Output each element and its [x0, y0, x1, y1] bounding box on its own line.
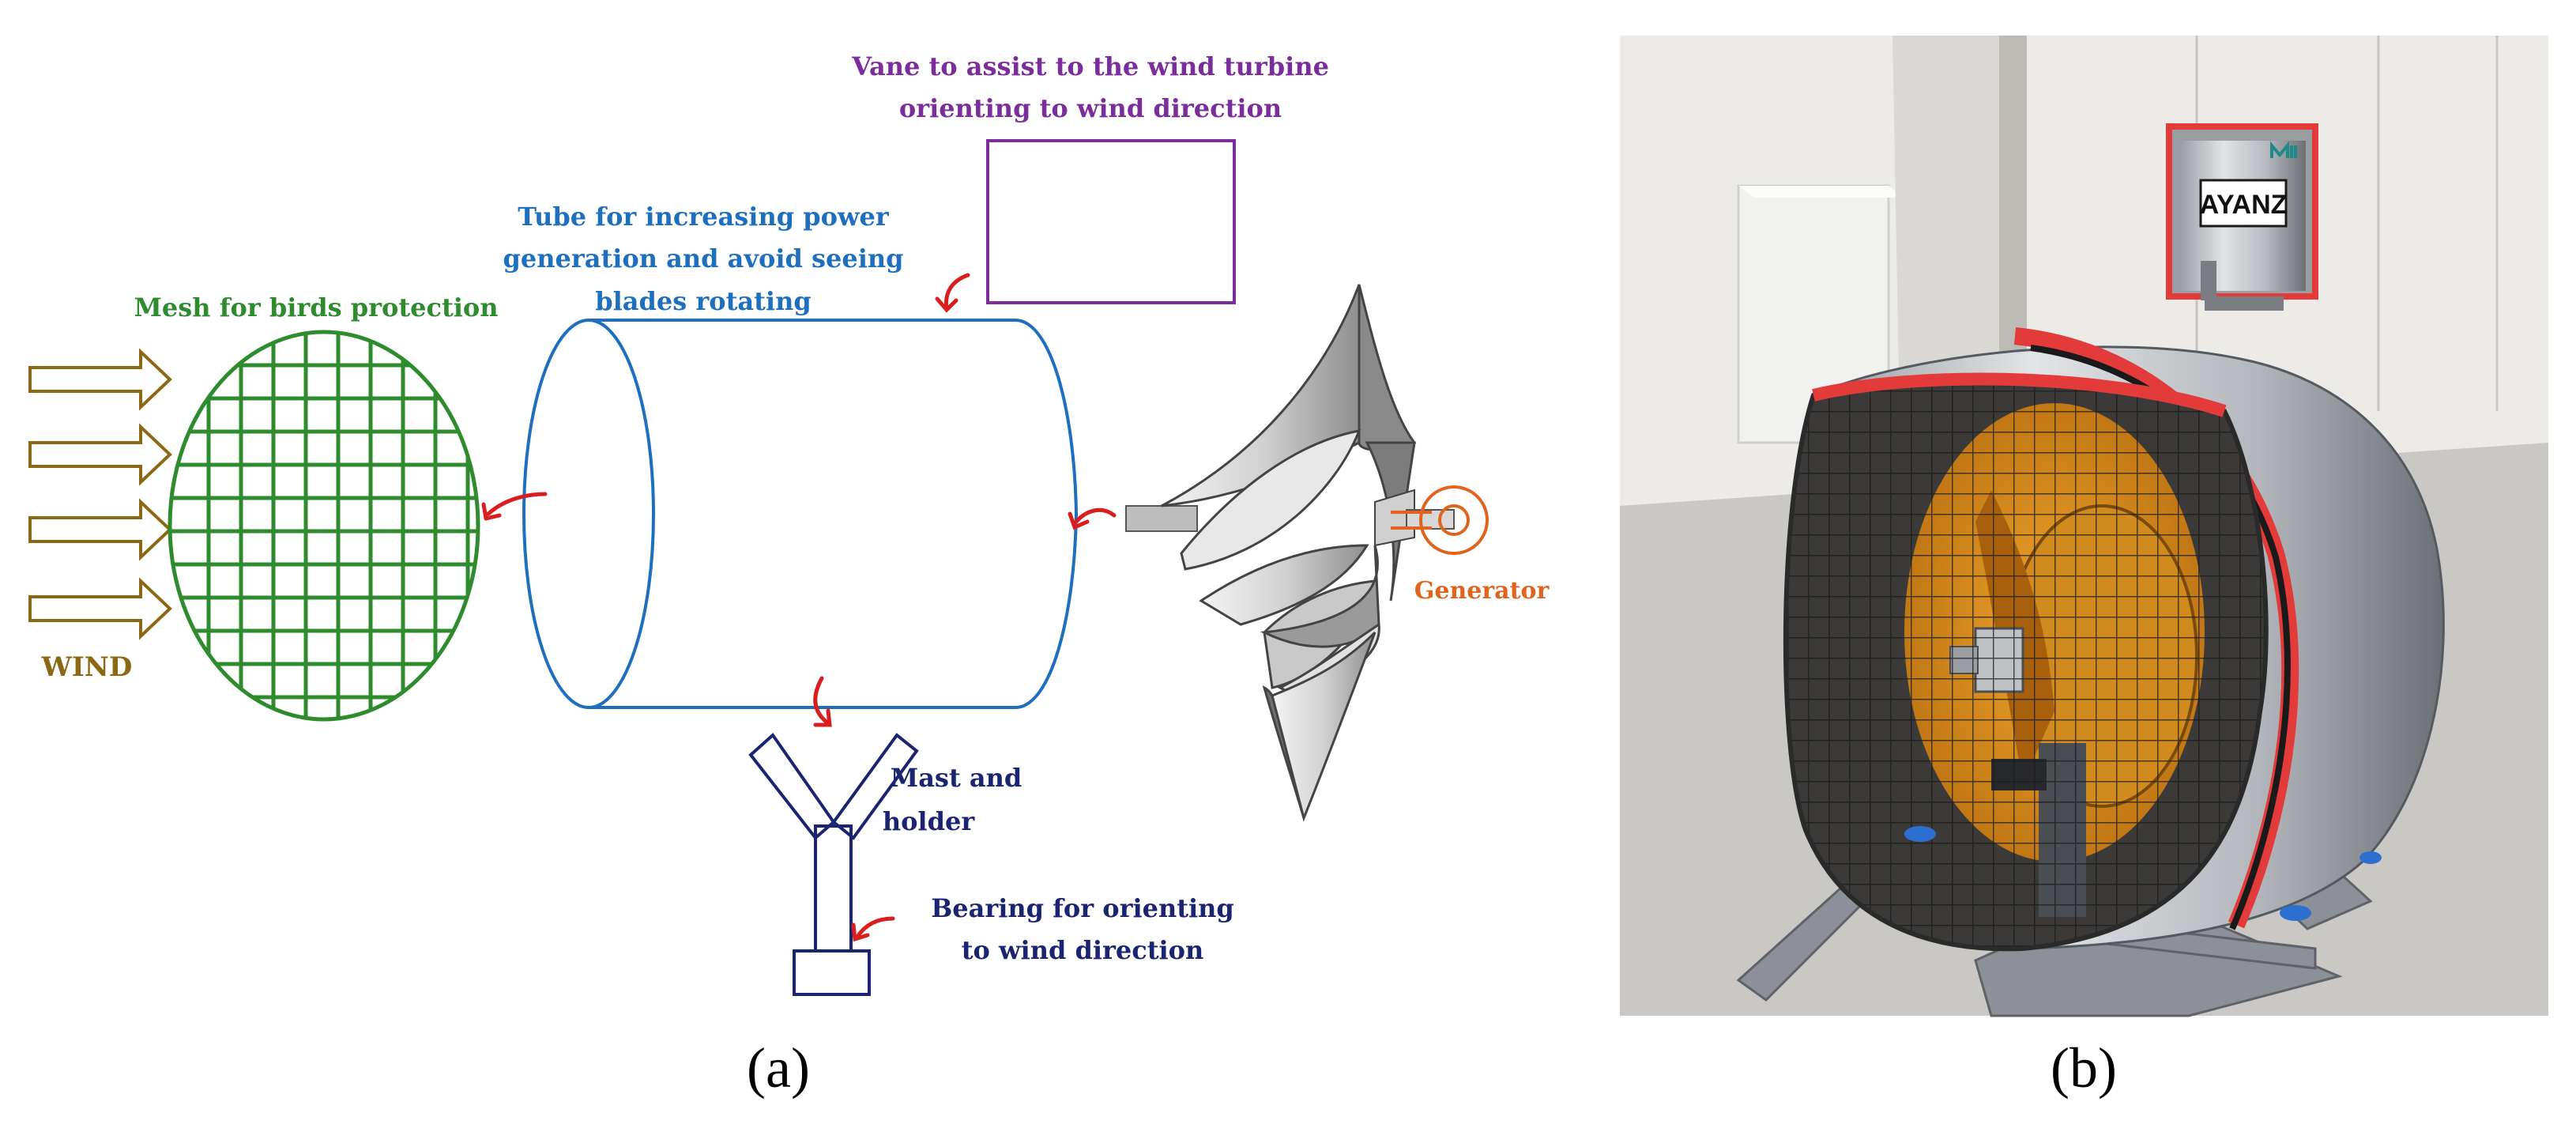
wind-label: WIND: [41, 651, 133, 683]
vane-label-line-2: orienting to wind direction: [899, 93, 1282, 123]
vane-sign-text: AYANZ: [2200, 190, 2288, 220]
vane-sign-logo: [2270, 141, 2297, 158]
panel-b-caption: (b): [2051, 1036, 2117, 1100]
mast-label-line-2: holder: [883, 806, 976, 836]
tube-label-line-2: generation and avoid seeing: [503, 243, 903, 274]
tube-cylinder: [522, 319, 1079, 709]
panel-a-caption: (a): [747, 1036, 810, 1100]
vane-box: [986, 139, 1236, 304]
wind-arrows: [28, 348, 172, 640]
mast-label-line-1: Mast and: [891, 763, 1022, 793]
generator-label: Generator: [1414, 577, 1550, 605]
arrow-to-bearing: [855, 916, 895, 939]
arrow-to-vane: [943, 273, 970, 311]
bearing-label-line-1: Bearing for orienting: [931, 893, 1234, 923]
bearing-label-line-2: to wind direction: [962, 935, 1204, 965]
arrow-to-tube: [1074, 507, 1117, 524]
tube-label-line-1: Tube for increasing power: [518, 202, 890, 232]
arrow-to-mast: [813, 676, 830, 726]
panel-b-photo: AYANZ (b): [1620, 36, 2548, 1100]
wind-arrow-2: [28, 423, 172, 486]
panel-a-diagram: WIND Mesh for birds protection Tube for …: [28, 51, 1550, 1100]
pointer-arrows: [481, 273, 1117, 942]
wind-arrow-3: [28, 498, 172, 561]
mast-holder: [748, 733, 919, 996]
turbine-blades: [1125, 284, 1455, 822]
tube-label-line-3: blades rotating: [595, 286, 811, 316]
bird-mesh: [168, 330, 480, 722]
wind-arrow-1: [28, 348, 172, 411]
wind-arrow-4: [28, 577, 172, 640]
vane-label-line-1: Vane to assist to the wind turbine: [851, 51, 1329, 81]
arrow-to-mesh: [486, 492, 548, 516]
generator-symbol: [1391, 485, 1489, 555]
mesh-label: Mesh for birds protection: [134, 292, 499, 323]
